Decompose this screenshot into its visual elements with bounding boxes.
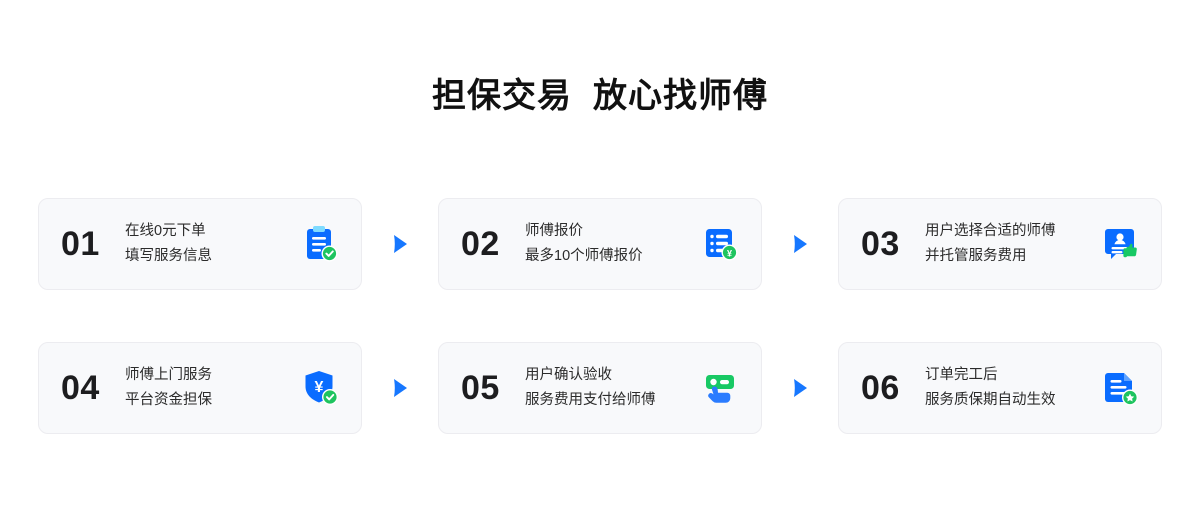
page-title: 担保交易 放心找师傅: [432, 77, 768, 115]
row-gap: [38, 290, 362, 342]
step-number: 02: [461, 225, 500, 263]
clipboard-check-icon: [297, 221, 343, 267]
row-gap: [838, 290, 1162, 342]
step-number: 04: [61, 369, 100, 407]
step-number: 06: [861, 369, 900, 407]
row-gap: [362, 290, 438, 342]
step-line-2: 平台资金担保: [125, 392, 212, 408]
cash-hand-icon: [697, 365, 743, 411]
step-line-1: 用户选择合适的师傅: [925, 223, 1056, 239]
step-line-1: 订单完工后: [925, 367, 998, 383]
shield-yuan-check-icon: ¥: [297, 365, 343, 411]
step-line-1: 用户确认验收: [525, 367, 612, 383]
step-text: 师傅上门服务 平台资金担保: [119, 363, 297, 413]
step-number: 01: [61, 225, 100, 263]
step-card-05[interactable]: 05 用户确认验收 服务费用支付给师傅: [438, 342, 762, 434]
step-number: 05: [461, 369, 500, 407]
svg-text:¥: ¥: [727, 248, 732, 258]
step-text: 用户确认验收 服务费用支付给师傅: [519, 363, 697, 413]
step-text: 在线0元下单 填写服务信息: [119, 219, 297, 269]
row-gap: [762, 290, 838, 342]
svg-text:¥: ¥: [315, 379, 324, 396]
document-star-icon: [1097, 365, 1143, 411]
step-line-2: 填写服务信息: [125, 248, 212, 264]
play-triangle-right-icon: [394, 235, 407, 253]
arrow-step1-to-step2: [362, 198, 438, 290]
step-card-03[interactable]: 03 用户选择合适的师傅 并托管服务费用: [838, 198, 1162, 290]
play-triangle-right-icon: [794, 379, 807, 397]
step-text: 用户选择合适的师傅 并托管服务费用: [919, 219, 1097, 269]
play-triangle-right-icon: [394, 379, 407, 397]
row-gap: [438, 290, 762, 342]
step-line-1: 师傅上门服务: [125, 367, 212, 383]
step-card-06[interactable]: 06 订单完工后 服务质保期自动生效: [838, 342, 1162, 434]
arrow-step4-to-step5: [362, 342, 438, 434]
step-line-2: 服务质保期自动生效: [925, 392, 1056, 408]
step-line-1: 师傅报价: [525, 223, 583, 239]
select-worker-thumbsup-icon: [1097, 221, 1143, 267]
step-line-2: 服务费用支付给师傅: [525, 392, 656, 408]
step-line-2: 最多10个师傅报价: [525, 248, 643, 264]
step-card-02[interactable]: 02 师傅报价 最多10个师傅报价 ¥: [438, 198, 762, 290]
arrow-step5-to-step6: [762, 342, 838, 434]
step-card-04[interactable]: 04 师傅上门服务 平台资金担保 ¥: [38, 342, 362, 434]
step-text: 师傅报价 最多10个师傅报价: [519, 219, 697, 269]
play-triangle-right-icon: [794, 235, 807, 253]
step-card-01[interactable]: 01 在线0元下单 填写服务信息: [38, 198, 362, 290]
step-line-1: 在线0元下单: [125, 223, 206, 239]
arrow-step2-to-step3: [762, 198, 838, 290]
steps-grid: 01 在线0元下单 填写服务信息: [38, 198, 1162, 434]
step-text: 订单完工后 服务质保期自动生效: [919, 363, 1097, 413]
quote-list-yuan-icon: ¥: [697, 221, 743, 267]
step-line-2: 并托管服务费用: [925, 248, 1027, 264]
step-number: 03: [861, 225, 900, 263]
